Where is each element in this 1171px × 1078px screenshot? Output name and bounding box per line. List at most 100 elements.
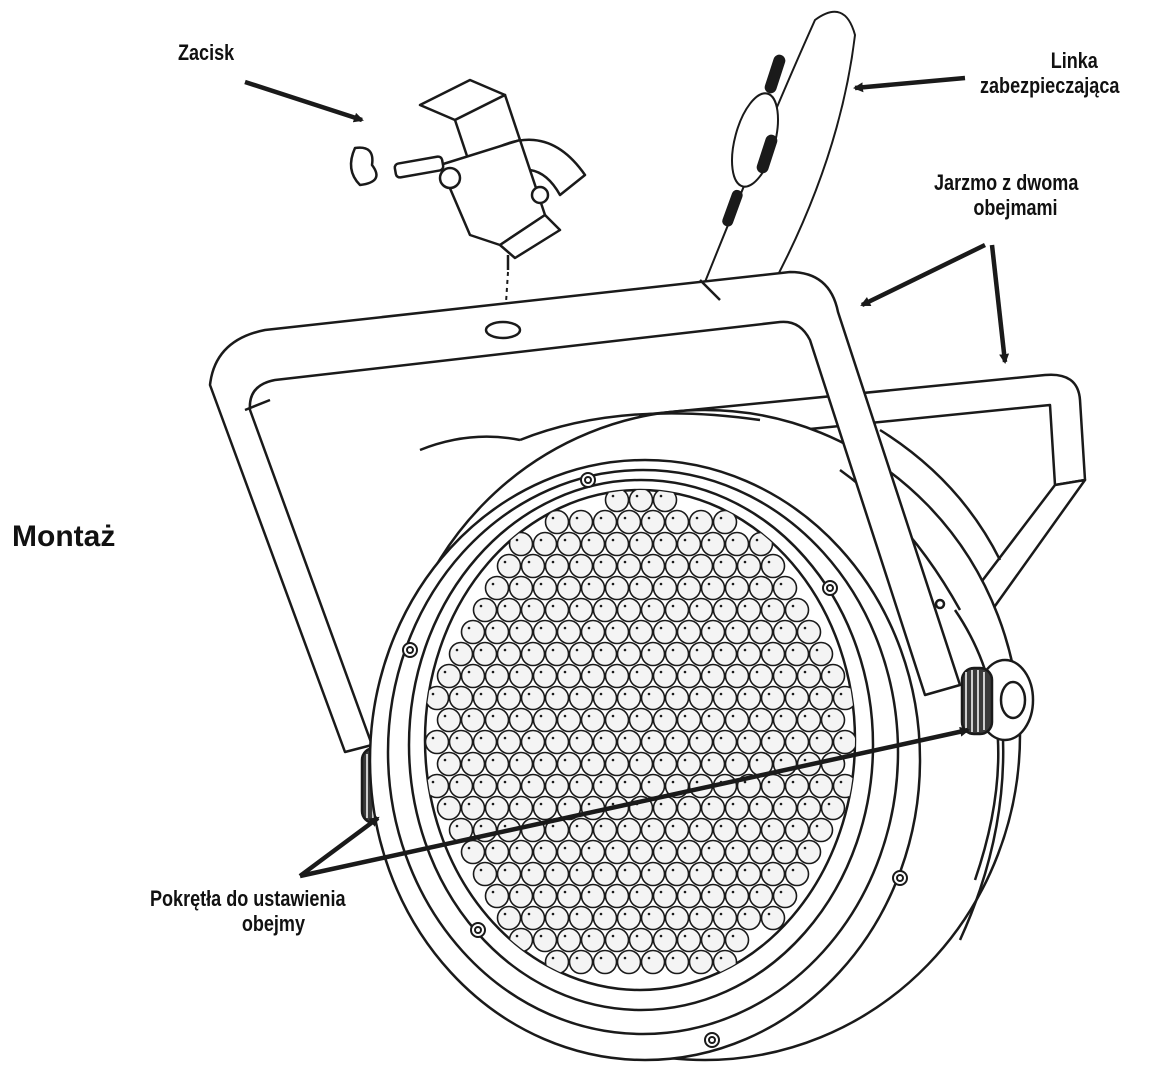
led-highlight xyxy=(803,758,807,762)
led xyxy=(676,619,702,645)
led-highlight xyxy=(803,626,807,630)
led xyxy=(580,575,606,601)
led-highlight xyxy=(515,714,519,718)
led-highlight xyxy=(683,538,687,542)
led-highlight xyxy=(803,670,807,674)
led xyxy=(796,707,822,733)
led xyxy=(508,795,534,821)
led-highlight xyxy=(515,626,519,630)
led xyxy=(748,575,774,601)
led-highlight xyxy=(515,670,519,674)
led xyxy=(640,949,666,975)
led xyxy=(652,575,678,601)
led-highlight xyxy=(719,560,723,564)
led-highlight xyxy=(611,802,615,806)
led xyxy=(580,927,606,953)
led xyxy=(532,663,558,689)
led xyxy=(760,817,786,843)
led xyxy=(676,795,702,821)
led-highlight xyxy=(719,824,723,828)
led-highlight xyxy=(479,648,483,652)
led xyxy=(436,707,462,733)
led-highlight xyxy=(611,846,615,850)
led-highlight xyxy=(491,846,495,850)
led-highlight xyxy=(503,736,507,740)
led xyxy=(736,861,762,887)
led-highlight xyxy=(491,758,495,762)
led xyxy=(628,883,654,909)
led-highlight xyxy=(683,626,687,630)
led xyxy=(520,553,546,579)
led xyxy=(760,685,786,711)
led-highlight xyxy=(731,802,735,806)
led-highlight xyxy=(527,736,531,740)
led-highlight xyxy=(671,868,675,872)
led-highlight xyxy=(659,538,663,542)
led-highlight xyxy=(431,692,435,696)
led-highlight xyxy=(467,714,471,718)
led-highlight xyxy=(515,582,519,586)
led xyxy=(712,861,738,887)
led xyxy=(724,619,750,645)
led xyxy=(544,509,570,535)
led-highlight xyxy=(527,912,531,916)
led-highlight xyxy=(803,846,807,850)
led xyxy=(724,531,750,557)
knob-arrow-right xyxy=(299,726,970,879)
led-highlight xyxy=(515,538,519,542)
led-highlight xyxy=(767,604,771,608)
label-safety-cable-line2: zabezpieczająca xyxy=(980,73,1120,99)
led xyxy=(664,905,690,931)
led xyxy=(556,927,582,953)
led-highlight xyxy=(563,802,567,806)
led xyxy=(784,729,810,755)
yoke-mount-hole xyxy=(484,320,522,340)
led-highlight xyxy=(647,692,651,696)
led xyxy=(640,817,666,843)
led xyxy=(508,839,534,865)
led xyxy=(484,663,510,689)
led-highlight xyxy=(683,758,687,762)
led-highlight xyxy=(755,846,759,850)
led-highlight xyxy=(431,736,435,740)
led xyxy=(808,685,834,711)
led-highlight xyxy=(839,692,843,696)
led xyxy=(664,553,690,579)
led-highlight xyxy=(791,736,795,740)
led-highlight xyxy=(731,582,735,586)
led-highlight xyxy=(671,736,675,740)
led-highlight xyxy=(443,758,447,762)
led-highlight xyxy=(455,736,459,740)
led xyxy=(784,641,810,667)
led-highlight xyxy=(527,780,531,784)
led-highlight xyxy=(503,824,507,828)
led xyxy=(436,751,462,777)
led-highlight xyxy=(599,560,603,564)
led-highlight xyxy=(635,494,639,498)
led-highlight xyxy=(683,934,687,938)
led-highlight xyxy=(659,758,663,762)
led xyxy=(532,619,558,645)
led xyxy=(604,531,630,557)
led-highlight xyxy=(623,912,627,916)
led xyxy=(736,553,762,579)
led-highlight xyxy=(563,626,567,630)
led xyxy=(628,663,654,689)
led-highlight xyxy=(467,670,471,674)
led xyxy=(772,707,798,733)
led-highlight xyxy=(743,736,747,740)
led xyxy=(532,927,558,953)
led xyxy=(772,663,798,689)
led xyxy=(568,905,594,931)
led-highlight xyxy=(467,626,471,630)
led-highlight xyxy=(647,912,651,916)
led-highlight xyxy=(707,626,711,630)
led xyxy=(784,597,810,623)
led xyxy=(760,597,786,623)
led-highlight xyxy=(623,604,627,608)
led xyxy=(484,795,510,821)
led-highlight xyxy=(791,648,795,652)
led-highlight xyxy=(671,956,675,960)
led-highlight xyxy=(479,824,483,828)
led xyxy=(664,861,690,887)
